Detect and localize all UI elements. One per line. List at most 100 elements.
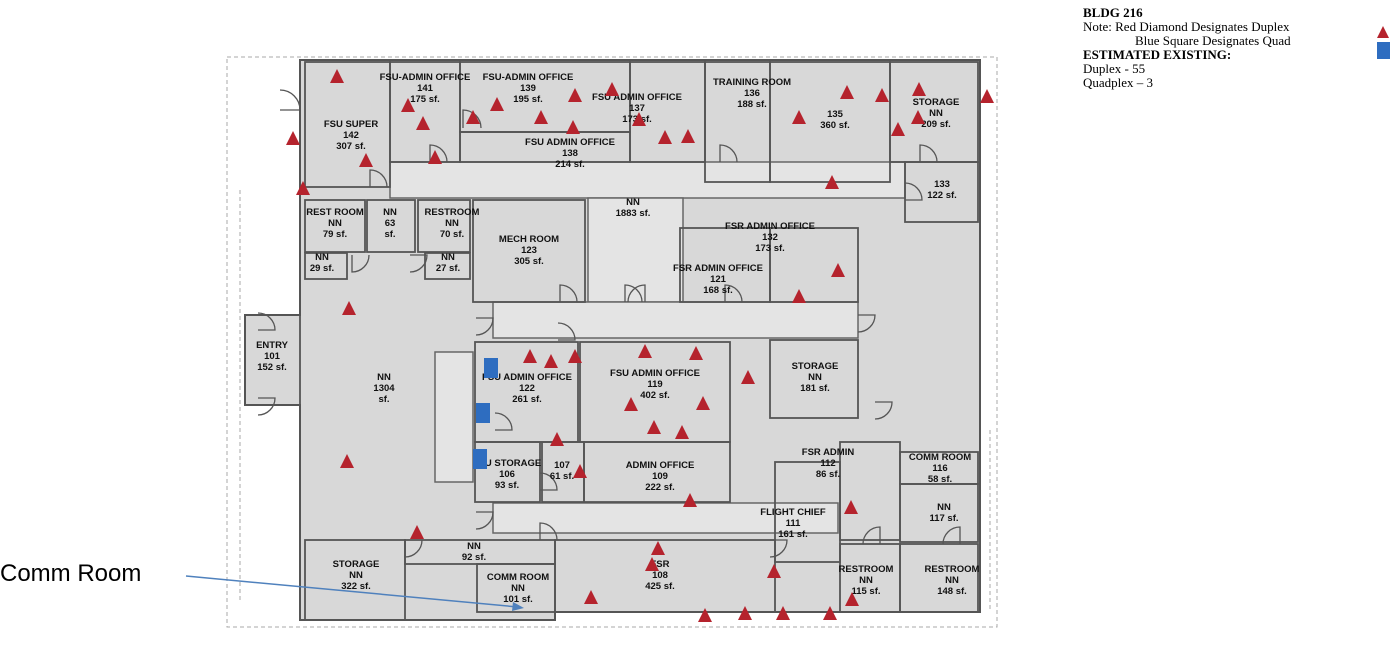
duplex-triangle-icon	[568, 349, 582, 363]
duplex-triangle-icon	[831, 263, 845, 277]
duplex-triangle-icon	[681, 129, 695, 143]
duplex-triangle-icon	[738, 606, 752, 620]
duplex-triangle-icon	[825, 175, 839, 189]
duplex-triangle-icon	[330, 69, 344, 83]
duplex-triangle-icon	[573, 464, 587, 478]
duplex-triangle-icon	[823, 606, 837, 620]
door-swings	[257, 89, 961, 558]
legend: BLDG 216 Note: Red Diamond Designates Du…	[1083, 6, 1291, 90]
quad-square-icon	[473, 449, 487, 469]
duplex-triangle-icon	[401, 98, 415, 112]
duplex-triangle-icon	[416, 116, 430, 130]
duplex-triangle-icon	[428, 150, 442, 164]
duplex-triangle-icon	[624, 397, 638, 411]
legend-note-duplex: Note: Red Diamond Designates Duplex	[1083, 19, 1290, 34]
duplex-triangle-icon	[584, 590, 598, 604]
duplex-triangle-icon	[651, 541, 665, 555]
duplex-triangle-icon	[840, 85, 854, 99]
duplex-triangle-icon	[340, 454, 354, 468]
duplex-triangle-icon	[741, 370, 755, 384]
legend-note-quad: Blue Square Designates Quad	[1135, 33, 1291, 48]
duplex-triangle-icon	[696, 396, 710, 410]
duplex-triangle-icon	[645, 557, 659, 571]
duplex-markers	[286, 69, 994, 622]
legend-duplex-count: Duplex - 55	[1083, 61, 1146, 76]
corridors	[389, 161, 906, 534]
duplex-triangle-icon	[544, 354, 558, 368]
duplex-triangle-icon	[605, 82, 619, 96]
duplex-triangle-icon	[566, 120, 580, 134]
legend-estimated-heading: ESTIMATED EXISTING:	[1083, 47, 1232, 62]
quad-square-icon	[484, 358, 498, 378]
duplex-triangle-icon	[675, 425, 689, 439]
duplex-triangle-icon	[845, 592, 859, 606]
duplex-triangle-icon	[296, 181, 310, 195]
legend-building: BLDG 216	[1083, 5, 1143, 20]
duplex-triangle-icon	[523, 349, 537, 363]
duplex-triangle-icon	[550, 432, 564, 446]
quad-markers	[473, 358, 498, 469]
callout-arrow-line	[185, 575, 519, 608]
duplex-triangle-icon	[911, 110, 925, 124]
duplex-triangle-icon	[792, 289, 806, 303]
duplex-triangle-icon	[359, 153, 373, 167]
duplex-triangle-icon	[767, 564, 781, 578]
duplex-triangle-icon	[632, 112, 646, 126]
duplex-triangle-icon	[466, 110, 480, 124]
duplex-triangle-icon	[342, 301, 356, 315]
duplex-triangle-icon	[658, 130, 672, 144]
duplex-triangle-icon	[844, 500, 858, 514]
legend-duplex-triangle-icon	[1377, 26, 1389, 38]
duplex-triangle-icon	[689, 346, 703, 360]
duplex-triangle-icon	[683, 493, 697, 507]
site-boundary	[226, 56, 998, 628]
quad-square-icon	[476, 403, 490, 423]
duplex-triangle-icon	[875, 88, 889, 102]
legend-quad-count: Quadplex – 3	[1083, 75, 1154, 90]
duplex-triangle-icon	[698, 608, 712, 622]
duplex-triangle-icon	[792, 110, 806, 124]
duplex-triangle-icon	[490, 97, 504, 111]
duplex-triangle-icon	[891, 122, 905, 136]
legend-quad-square-icon	[1377, 42, 1390, 59]
duplex-triangle-icon	[776, 606, 790, 620]
callout-arrow-head	[512, 602, 524, 611]
duplex-triangle-icon	[286, 131, 300, 145]
duplex-triangle-icon	[638, 344, 652, 358]
duplex-triangle-icon	[912, 82, 926, 96]
duplex-triangle-icon	[568, 88, 582, 102]
duplex-triangle-icon	[534, 110, 548, 124]
